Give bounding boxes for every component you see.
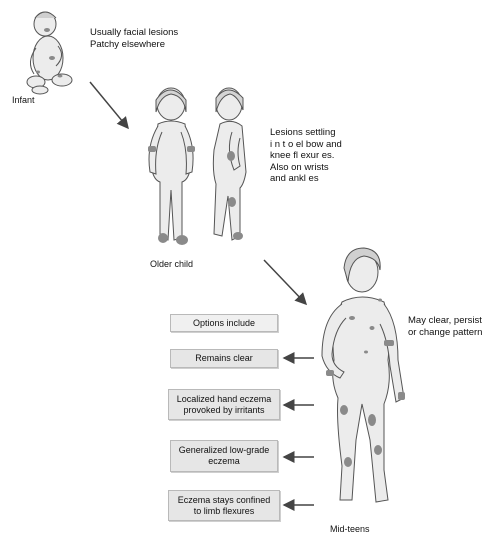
option-text-line1: Eczema stays confined bbox=[178, 495, 271, 506]
option-box-remains-clear: Remains clear bbox=[170, 349, 278, 368]
option-text-line2: to limb flexures bbox=[178, 506, 271, 517]
arrow-infant-to-child bbox=[90, 82, 128, 128]
infant-note: Usually facial lesions Patchy elsewhere bbox=[90, 27, 178, 50]
older-child-front-figure bbox=[149, 88, 193, 240]
mid-teens-note: May clear, persist or change pattern bbox=[408, 315, 486, 338]
option-box-limb-flexures: Eczema stays confined to limb flexures bbox=[168, 490, 280, 521]
older-child-note-line1: Lesions settling bbox=[270, 127, 342, 139]
older-child-label: Older child bbox=[150, 259, 193, 269]
arrow-child-to-teen bbox=[264, 260, 306, 304]
mid-teens-note-line1: May clear, persist bbox=[408, 315, 486, 327]
mid-teens-label: Mid-teens bbox=[330, 524, 370, 534]
option-text: Generalized low-grade eczema bbox=[179, 445, 270, 467]
mid-teens-figure bbox=[322, 248, 404, 502]
option-text: Localized hand eczema provoked by irrita… bbox=[177, 394, 272, 416]
option-text-line2: provoked by irritants bbox=[177, 405, 272, 416]
options-header: Options include bbox=[170, 314, 278, 332]
mid-teens-note-line2: or change pattern bbox=[408, 327, 486, 339]
older-child-note-line4: Also on wrists bbox=[270, 162, 342, 174]
infant-note-line1: Usually facial lesions bbox=[90, 27, 178, 39]
option-text-line2: eczema bbox=[179, 456, 270, 467]
option-text-line1: Localized hand eczema bbox=[177, 394, 272, 405]
older-child-note: Lesions settling i n t o el bow and knee… bbox=[270, 127, 342, 185]
infant-figure bbox=[27, 12, 72, 94]
older-child-note-line3: knee fl exur es. bbox=[270, 150, 342, 162]
option-text: Remains clear bbox=[195, 353, 253, 364]
older-child-note-line2: i n t o el bow and bbox=[270, 139, 342, 151]
option-arrows bbox=[284, 358, 314, 505]
older-child-note-line5: and ankl es bbox=[270, 173, 342, 185]
older-child-side-figure bbox=[213, 88, 246, 240]
infant-label: Infant bbox=[12, 95, 35, 105]
option-box-hand-eczema: Localized hand eczema provoked by irrita… bbox=[168, 389, 280, 420]
option-text: Eczema stays confined to limb flexures bbox=[178, 495, 271, 517]
option-box-generalized: Generalized low-grade eczema bbox=[170, 440, 278, 472]
option-text-line1: Generalized low-grade bbox=[179, 445, 270, 456]
infant-note-line2: Patchy elsewhere bbox=[90, 39, 178, 51]
